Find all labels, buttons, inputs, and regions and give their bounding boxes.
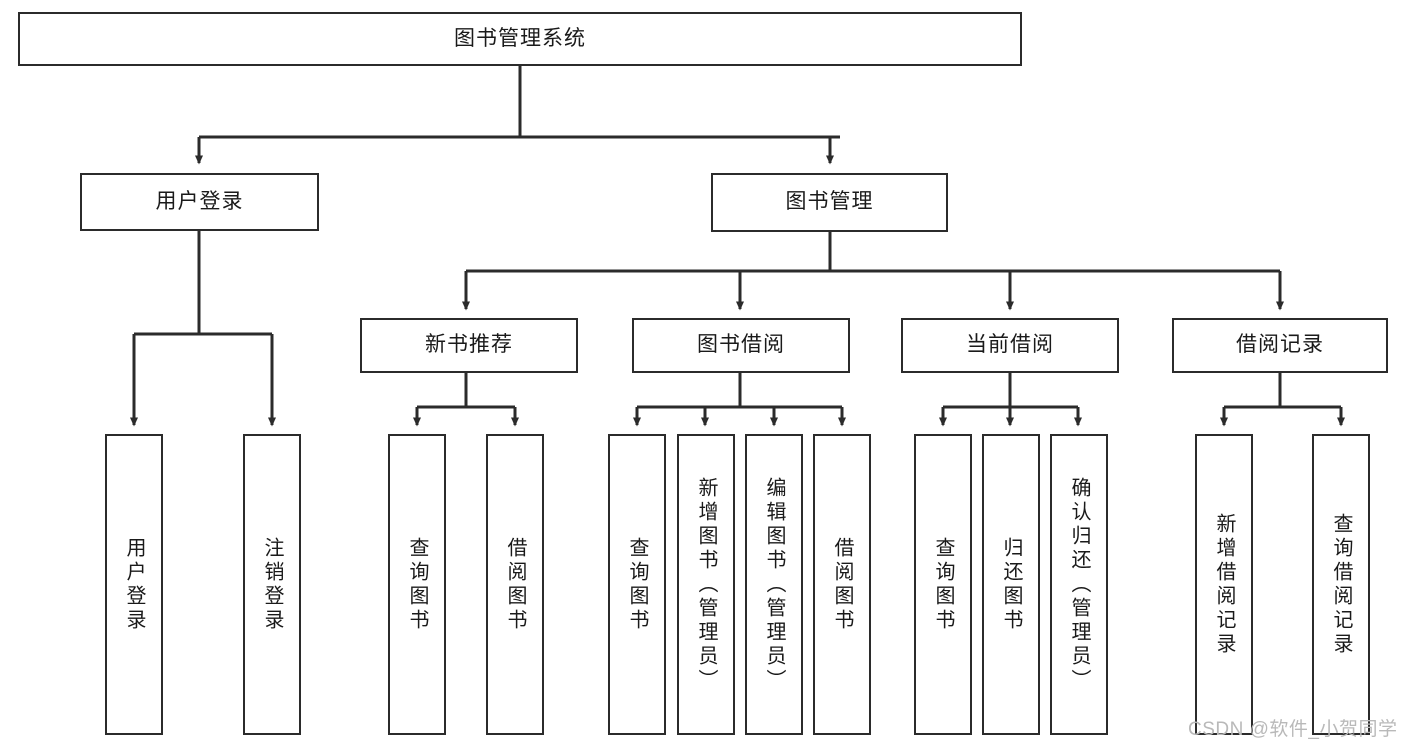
node-leaf-edit-book[interactable]: 编辑图书（管理员） bbox=[745, 434, 803, 735]
node-root-label: 图书管理系统 bbox=[454, 26, 586, 50]
node-current-borrow[interactable]: 当前借阅 bbox=[901, 318, 1119, 373]
node-leaf-user-logout-label: 注销登录 bbox=[261, 536, 283, 633]
node-leaf-user-login-label: 用户登录 bbox=[123, 536, 145, 633]
node-leaf-add-record[interactable]: 新增借阅记录 bbox=[1195, 434, 1253, 735]
node-book-manage[interactable]: 图书管理 bbox=[711, 173, 948, 232]
node-leaf-borrow-book-1[interactable]: 借阅图书 bbox=[486, 434, 544, 735]
node-new-book-recommend[interactable]: 新书推荐 bbox=[360, 318, 578, 373]
node-leaf-borrow-book-2-label: 借阅图书 bbox=[831, 536, 853, 633]
node-leaf-query-book-3-label: 查询图书 bbox=[932, 536, 954, 633]
node-book-manage-label: 图书管理 bbox=[785, 190, 874, 214]
node-new-book-recommend-label: 新书推荐 bbox=[425, 333, 513, 357]
node-borrow-record-label: 借阅记录 bbox=[1236, 333, 1324, 357]
node-leaf-query-book-2-label: 查询图书 bbox=[626, 536, 648, 633]
node-leaf-edit-book-label: 编辑图书（管理员） bbox=[763, 476, 785, 693]
node-leaf-confirm-return-label: 确认归还（管理员） bbox=[1068, 476, 1090, 693]
node-user-login[interactable]: 用户登录 bbox=[80, 173, 319, 231]
node-leaf-query-book-1[interactable]: 查询图书 bbox=[388, 434, 446, 735]
node-leaf-user-login[interactable]: 用户登录 bbox=[105, 434, 163, 735]
node-book-borrow[interactable]: 图书借阅 bbox=[632, 318, 850, 373]
node-leaf-query-record-label: 查询借阅记录 bbox=[1330, 512, 1352, 657]
node-leaf-return-book[interactable]: 归还图书 bbox=[982, 434, 1040, 735]
node-leaf-add-book[interactable]: 新增图书（管理员） bbox=[677, 434, 735, 735]
node-leaf-query-book-3[interactable]: 查询图书 bbox=[914, 434, 972, 735]
node-leaf-user-logout[interactable]: 注销登录 bbox=[243, 434, 301, 735]
node-leaf-borrow-book-2[interactable]: 借阅图书 bbox=[813, 434, 871, 735]
node-book-borrow-label: 图书借阅 bbox=[697, 333, 785, 357]
node-leaf-query-book-2[interactable]: 查询图书 bbox=[608, 434, 666, 735]
node-borrow-record[interactable]: 借阅记录 bbox=[1172, 318, 1388, 373]
node-leaf-add-record-label: 新增借阅记录 bbox=[1213, 512, 1235, 657]
node-user-login-label: 用户登录 bbox=[155, 189, 244, 213]
watermark: CSDN @软件_小贺同学 bbox=[1188, 719, 1398, 740]
node-leaf-query-book-1-label: 查询图书 bbox=[406, 536, 428, 633]
node-root[interactable]: 图书管理系统 bbox=[18, 12, 1022, 66]
node-leaf-add-book-label: 新增图书（管理员） bbox=[695, 476, 717, 693]
node-leaf-borrow-book-1-label: 借阅图书 bbox=[504, 536, 526, 633]
node-leaf-confirm-return[interactable]: 确认归还（管理员） bbox=[1050, 434, 1108, 735]
node-leaf-return-book-label: 归还图书 bbox=[1000, 536, 1022, 633]
node-current-borrow-label: 当前借阅 bbox=[966, 333, 1054, 357]
node-leaf-query-record[interactable]: 查询借阅记录 bbox=[1312, 434, 1370, 735]
